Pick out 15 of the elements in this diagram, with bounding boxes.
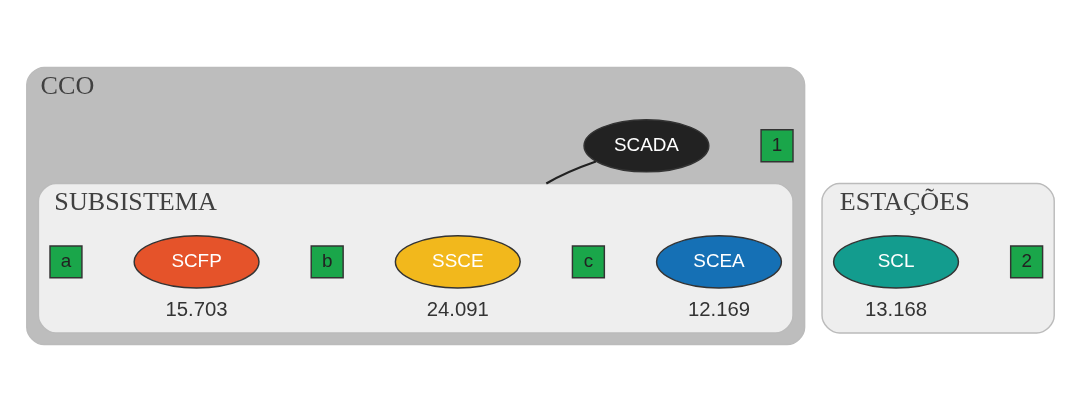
node-box: a <box>49 245 83 279</box>
node-ellipse: SCEA <box>655 235 783 289</box>
node-label: 13.168 <box>864 297 928 320</box>
node-ellipse: SSCE <box>394 235 521 289</box>
node-label: 15.703 <box>165 297 228 320</box>
node-ellipse: SCFP <box>133 235 260 289</box>
node-label: 24.091 <box>426 297 489 320</box>
node-box: b <box>310 245 344 279</box>
node-box: c <box>571 245 606 279</box>
node-ellipse: SCL <box>832 235 960 289</box>
node-box: 1 <box>760 129 794 163</box>
node-label: 12.169 <box>687 297 751 320</box>
node-box: 2 <box>1009 245 1044 279</box>
node-ellipse: SCADA <box>583 118 710 173</box>
connector <box>545 160 597 185</box>
